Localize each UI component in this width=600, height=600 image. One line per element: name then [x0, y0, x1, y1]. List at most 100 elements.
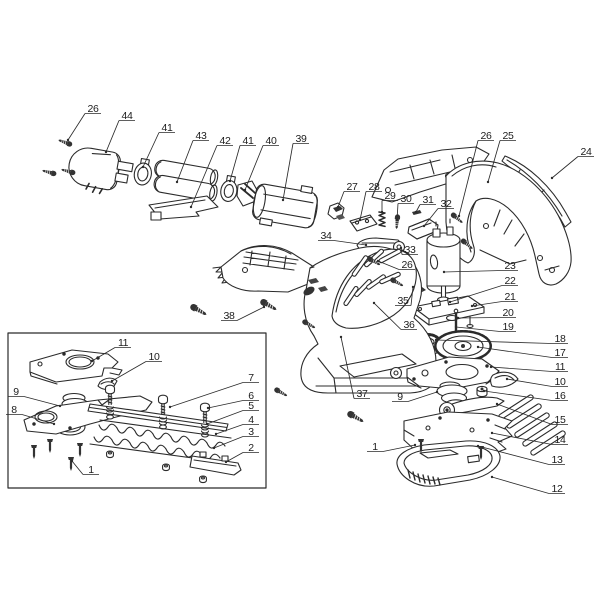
- inset-base-plate: [23, 395, 153, 435]
- callout-14: 14: [490, 431, 568, 446]
- part-number-44: 44: [122, 110, 133, 122]
- part-number-25: 25: [503, 130, 514, 142]
- part-41-ring-front: [133, 157, 152, 186]
- part-number-17: 17: [555, 347, 566, 359]
- screw-26: [40, 167, 58, 178]
- part-number-2: 2: [248, 442, 254, 454]
- part-number-32: 32: [441, 198, 452, 210]
- part-number-16: 16: [555, 390, 566, 402]
- callout-36: 36: [372, 301, 417, 331]
- part-number-13: 13: [552, 454, 563, 466]
- part-number-41: 41: [162, 122, 173, 134]
- part-44-battery-end-cap: [68, 147, 134, 195]
- part-number-12: 12: [552, 483, 563, 495]
- callout-9: 9: [392, 390, 439, 403]
- screw-38: [188, 302, 209, 319]
- callout-7: 7: [168, 372, 259, 409]
- callout-32: 32: [422, 198, 454, 228]
- callout-39: 39: [281, 133, 309, 202]
- part-number-1: 1: [88, 464, 94, 476]
- callout-40: 40: [243, 135, 279, 192]
- callout-8: 8: [6, 404, 56, 426]
- callout-16: 16: [482, 389, 568, 402]
- part-number-36: 36: [404, 319, 415, 331]
- callout-20: 20: [456, 307, 516, 320]
- part-41-ring-rear: [220, 174, 238, 202]
- callout-34: 34: [318, 230, 368, 247]
- part-number-7: 7: [248, 372, 254, 384]
- part-number-21: 21: [505, 291, 516, 303]
- part-number-18: 18: [555, 333, 566, 345]
- callout-26: 26: [376, 259, 415, 271]
- callout-44: 44: [104, 110, 135, 154]
- inset-nut: [162, 463, 170, 472]
- part-number-23: 23: [505, 260, 516, 272]
- part-number-34: 34: [321, 230, 332, 242]
- callout-6: 6: [206, 390, 259, 410]
- part-number-5: 5: [248, 400, 254, 412]
- part-number-28: 28: [369, 181, 380, 193]
- part-number-29: 29: [385, 190, 396, 202]
- part-number-31: 31: [423, 194, 434, 206]
- callout-42: 42: [189, 135, 233, 209]
- callout-38: 38: [221, 305, 266, 322]
- callout-24: 24: [550, 146, 594, 180]
- part-10-blade-guide: [490, 371, 519, 388]
- inset-part-11-plate: [29, 349, 123, 385]
- part-29-spring: [378, 211, 386, 228]
- part-number-9: 9: [397, 391, 403, 403]
- part-17-main-gear: [434, 330, 492, 362]
- part-number-37: 37: [357, 388, 368, 400]
- part-number-26: 26: [481, 130, 492, 142]
- part-number-35: 35: [398, 295, 409, 307]
- callout-18: 18: [434, 333, 568, 345]
- part-number-10: 10: [555, 376, 566, 388]
- callout-1: 1: [70, 459, 99, 476]
- part-number-42: 42: [220, 135, 231, 147]
- part-12-bottom-cover: [396, 440, 501, 487]
- part-43-battery-cells: [153, 159, 219, 202]
- callout-31: 31: [414, 194, 436, 214]
- callout-43: 43: [175, 130, 209, 184]
- part-number-11: 11: [555, 361, 566, 373]
- part-number-22: 22: [505, 275, 516, 287]
- part-number-41: 41: [243, 135, 254, 147]
- part-number-14: 14: [555, 434, 566, 446]
- part-37-main-housing: [212, 245, 437, 394]
- inset-part-4-upper-blade: [98, 419, 232, 449]
- callout-10: 10: [110, 351, 162, 383]
- part-number-40: 40: [266, 135, 277, 147]
- part-number-6: 6: [248, 390, 254, 402]
- part-28-switch-plate: [349, 214, 378, 232]
- callout-37: 37: [339, 335, 370, 400]
- part-27-terminal: [327, 202, 345, 220]
- inset-panel: [7, 332, 267, 489]
- part-number-26: 26: [402, 259, 413, 271]
- callout-29: 29: [380, 190, 398, 214]
- part-number-19: 19: [503, 321, 514, 333]
- callout-25: 25: [486, 130, 516, 184]
- part-42-contact-plate: [148, 195, 219, 221]
- callout-4: 4: [214, 414, 259, 436]
- callout-3: 3: [212, 426, 259, 450]
- screw-38: [258, 297, 279, 314]
- part-number-20: 20: [503, 307, 514, 319]
- callout-11: 11: [90, 337, 131, 363]
- screw-26: [56, 136, 74, 148]
- callout-26: 26: [457, 130, 494, 218]
- part-number-33: 33: [405, 244, 416, 256]
- callout-15: 15: [495, 402, 568, 426]
- callout-13: 13: [476, 444, 565, 466]
- callout-26: 26: [66, 103, 101, 142]
- part-number-9: 9: [13, 386, 19, 398]
- inset-part-2-blade-guard: [189, 451, 242, 476]
- callout-22: 22: [448, 275, 518, 304]
- part-number-15: 15: [555, 414, 566, 426]
- part-number-26: 26: [88, 103, 99, 115]
- part-11-gear-plate: [406, 356, 500, 390]
- callout-10: 10: [505, 376, 568, 388]
- part-number-30: 30: [401, 193, 412, 205]
- part-25-housing-right-half: [445, 160, 572, 286]
